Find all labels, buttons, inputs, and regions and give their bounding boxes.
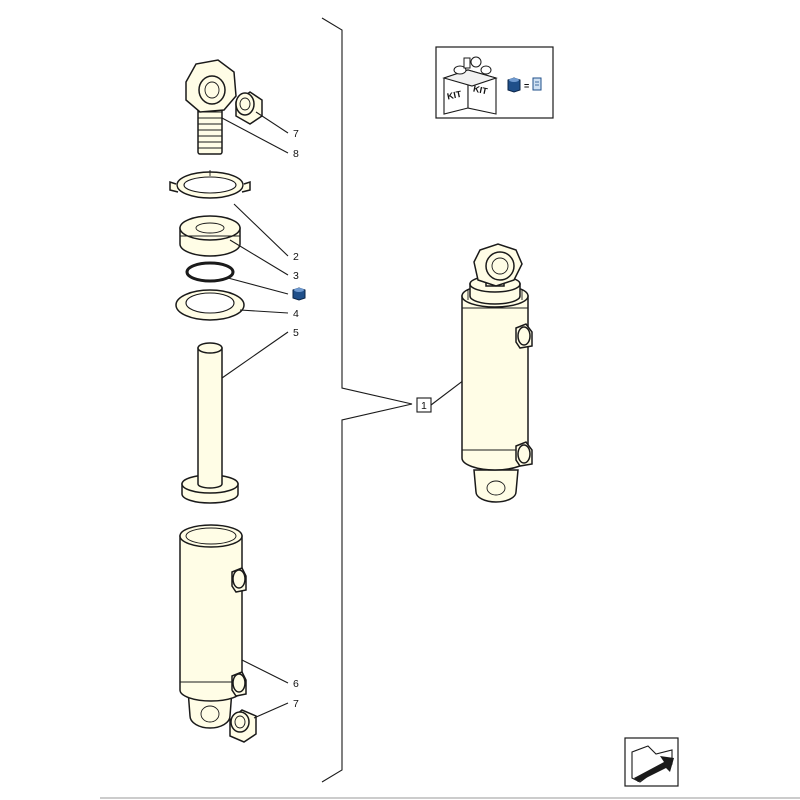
kit-legend-box: KIT KIT = [435, 46, 554, 119]
kit-label-right: KIT [472, 84, 489, 97]
kit-seal-icon [507, 77, 521, 93]
callout-item-7-bottom: 7 [293, 698, 299, 710]
callout-item-1: 1 [416, 379, 465, 413]
retaining-ring-part [169, 170, 251, 199]
bushing-top-part [235, 91, 263, 125]
bushing-bottom-part [229, 709, 257, 743]
cylinder-barrel-part [179, 524, 247, 729]
next-page-arrow-icon[interactable] [624, 737, 679, 787]
callout-item-8: 8 [293, 148, 299, 160]
callout-item-1-label: 1 [421, 400, 427, 412]
eye-bolt-part [185, 59, 237, 155]
kit-box-icon [442, 56, 498, 115]
callout-item-3: 3 [293, 270, 299, 282]
callout-item-5: 5 [293, 327, 299, 339]
assembled-cylinder-part [461, 243, 533, 503]
piston-gland-part [179, 215, 241, 257]
o-ring-part [185, 261, 235, 283]
flat-seal-ring-part [175, 289, 245, 321]
callout-item-6: 6 [293, 678, 299, 690]
assembly-bracket [321, 17, 413, 783]
leader-lines [221, 111, 289, 719]
kit-equals-sign: = [524, 81, 529, 91]
blue-seal-icon [292, 287, 306, 301]
piston-rod-part [181, 342, 239, 504]
callout-item-4: 4 [293, 308, 299, 320]
kit-label-left: KIT [446, 89, 463, 102]
kit-book-icon [532, 77, 542, 91]
callout-item-2: 2 [293, 251, 299, 263]
callout-item-7-top: 7 [293, 128, 299, 140]
